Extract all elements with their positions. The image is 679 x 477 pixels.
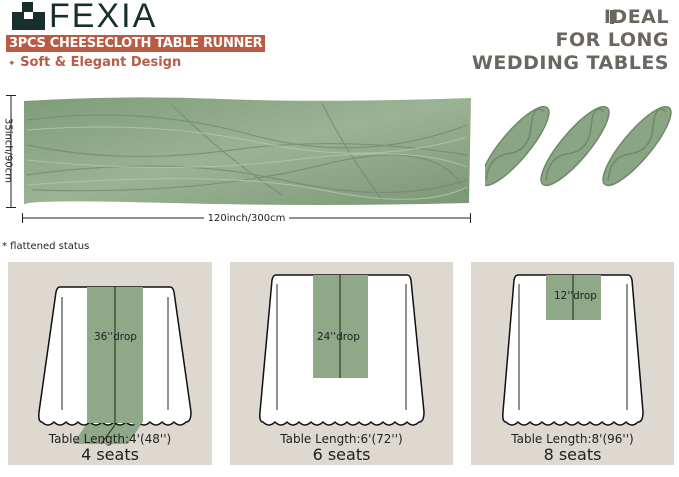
headline-line: FOR LONG bbox=[555, 29, 669, 51]
length-label: 120inch/300cm bbox=[0, 213, 493, 224]
table-illustration bbox=[38, 286, 192, 445]
width-dimension-line bbox=[6, 95, 16, 208]
drop-label: 12''drop bbox=[554, 290, 597, 302]
logo-mark-icon bbox=[12, 2, 45, 30]
table-panel-8-seats: 12''drop Table Length:8'(96'') 8 seats bbox=[471, 262, 674, 465]
headline-bar bbox=[610, 10, 614, 24]
table-illustration bbox=[259, 274, 425, 426]
twisted-runners-image bbox=[485, 105, 672, 187]
width-label: 35inch/90cm bbox=[2, 117, 14, 183]
table-panel-6-seats: 24''drop Table Length:6'(72'') 6 seats bbox=[230, 262, 453, 465]
table-length: Table Length:8'(96'') bbox=[511, 432, 634, 446]
headline-line: WEDDING TABLES bbox=[471, 52, 669, 74]
feature-label: Soft & Elegant Design bbox=[20, 55, 182, 70]
drop-label: 24''drop bbox=[317, 331, 360, 343]
drop-label: 36''drop bbox=[94, 331, 137, 343]
table-length: Table Length:4'(48'') bbox=[48, 432, 172, 446]
table-illustration bbox=[502, 274, 644, 426]
feature-text: ✦ Soft & Elegant Design bbox=[8, 55, 181, 70]
length-text: 120inch/300cm bbox=[203, 213, 290, 224]
headline-line: IDEAL bbox=[603, 6, 669, 28]
brand-name: FEXIA bbox=[49, 0, 158, 35]
table-panel-4-seats: 36''drop Table Length:4'(48'') 4 seats bbox=[8, 262, 212, 465]
seats-count: 4 seats bbox=[81, 445, 139, 464]
runner-image bbox=[23, 97, 471, 205]
sparkle-icon: ✦ bbox=[8, 59, 16, 69]
seats-count: 8 seats bbox=[543, 445, 602, 464]
headline: IDEAL FOR LONG WEDDING TABLES bbox=[472, 6, 669, 75]
seats-count: 6 seats bbox=[312, 445, 371, 464]
product-title: 3PCS CHEESECLOTH TABLE RUNNER bbox=[6, 35, 266, 52]
table-length: Table Length:6'(72'') bbox=[280, 432, 403, 446]
brand-logo: FEXIA bbox=[12, 0, 158, 35]
flattened-note: * flattened status bbox=[2, 241, 90, 252]
